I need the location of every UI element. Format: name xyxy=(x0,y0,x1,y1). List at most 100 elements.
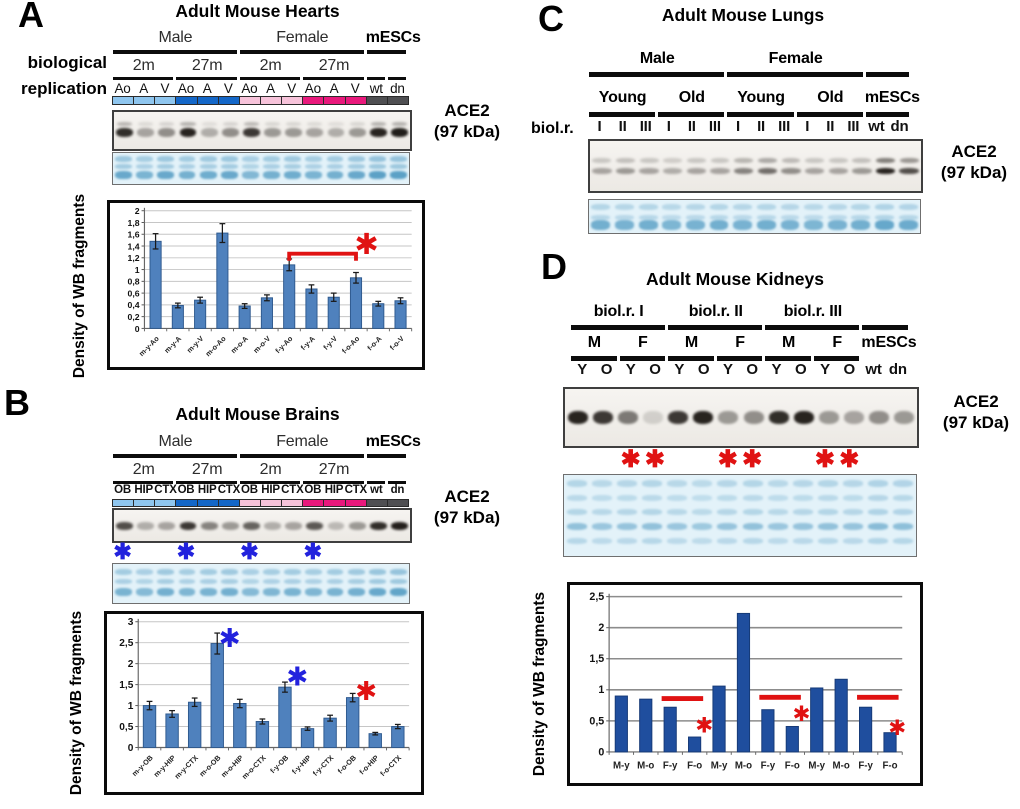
coomassie-band xyxy=(692,522,713,530)
bar-F-o xyxy=(883,732,897,753)
x-category-label: f-y-Ao xyxy=(273,334,295,356)
header-underline xyxy=(865,72,909,77)
panelC-lane-label: I xyxy=(805,118,810,135)
panelD-group-label: biol.r. III xyxy=(783,303,842,320)
bar-m-y-Ao xyxy=(149,240,162,329)
x-category-label: F-y xyxy=(663,760,678,771)
coomassie-band xyxy=(115,156,133,163)
coomassie-band xyxy=(638,214,658,220)
coomassie-band xyxy=(389,171,407,180)
header-underline xyxy=(113,481,174,484)
blot-band xyxy=(828,157,848,163)
coomassie-band xyxy=(566,538,587,545)
panelA-lane-label: dn xyxy=(390,81,405,96)
panel-a-title: Adult Mouse Hearts xyxy=(175,1,340,21)
chart-significance-asterisk: ✱ xyxy=(888,716,906,741)
header-underline xyxy=(716,356,763,361)
header-underline xyxy=(619,356,666,361)
blot-band xyxy=(116,521,134,530)
panelC-group-label: Young xyxy=(598,89,647,106)
header-underline xyxy=(571,356,617,361)
panel-b-bar-chart: 00,511,522,53m-y-OBm-y-HIPm-y-CTXm-o-OBm… xyxy=(104,611,424,795)
coomassie-band xyxy=(157,568,175,575)
bar-F-y xyxy=(663,706,677,753)
coomassie-band xyxy=(756,204,776,211)
x-category-label: F-o xyxy=(785,760,800,771)
x-category-label: f-o-Ao xyxy=(340,334,362,356)
bar-f-y-OB xyxy=(278,686,292,748)
coomassie-band xyxy=(767,522,788,530)
blot-band xyxy=(668,411,689,424)
coomassie-band xyxy=(157,579,175,585)
coomassie-band xyxy=(368,171,386,180)
y-tick-label: 0 xyxy=(135,324,140,334)
panelC-group-label: Female xyxy=(768,50,823,67)
panel-d-y-axis-title: Density of WB fragments xyxy=(531,591,548,777)
coomassie-band xyxy=(347,156,365,163)
header-underline xyxy=(589,72,725,77)
panel-c-protein-size: (97 kDa) xyxy=(940,163,1008,183)
panel-d-target-label: ACE2 (97 kDa) xyxy=(930,391,1020,434)
coomassie-band xyxy=(241,171,259,180)
blot-band xyxy=(639,168,659,174)
coomassie-band xyxy=(875,204,894,211)
coomassie-band xyxy=(756,220,776,231)
coomassie-band xyxy=(591,204,611,211)
panelD-lane-label: wt xyxy=(865,361,882,378)
blot-band xyxy=(242,128,260,138)
lane-color-cell xyxy=(323,96,346,105)
lane-color-cell xyxy=(196,96,219,105)
panelA-lane-label: A xyxy=(202,81,212,96)
blot-band xyxy=(349,122,365,127)
lane-color-cell xyxy=(196,499,219,507)
panelC-lane-label: III xyxy=(778,118,791,135)
y-tick-label: 2 xyxy=(598,622,604,634)
coomassie-band xyxy=(347,171,365,180)
blot-band xyxy=(285,521,303,530)
coomassie-band xyxy=(717,538,738,545)
blot-band xyxy=(137,521,155,530)
blot-band xyxy=(306,128,324,138)
blot-band xyxy=(899,168,919,174)
blot-band xyxy=(370,122,386,127)
chart-significance-asterisk: ✱ xyxy=(286,663,308,693)
bar-f-o-Ao xyxy=(349,277,363,329)
coomassie-band xyxy=(641,522,663,530)
coomassie-band xyxy=(157,588,175,597)
blot-band xyxy=(179,128,197,138)
coomassie-band xyxy=(641,509,663,516)
coomassie-band xyxy=(638,220,658,231)
blot-band xyxy=(391,122,408,127)
coomassie-band xyxy=(566,509,587,516)
header-underline xyxy=(239,481,301,484)
coomassie-band xyxy=(615,204,634,211)
coomassie-band xyxy=(115,164,133,170)
panelA-group-label: Male xyxy=(158,29,193,46)
y-tick-label: 0,5 xyxy=(119,722,133,733)
header-underline xyxy=(862,325,908,330)
significance-asterisk: ✱ xyxy=(839,446,860,473)
x-category-label: f-o-A xyxy=(365,334,384,353)
blot-band xyxy=(899,157,919,163)
blot-band xyxy=(743,411,764,424)
panelC-group-label: mESCs xyxy=(864,89,920,106)
lane-color-cell xyxy=(323,499,346,507)
blot-band xyxy=(852,168,872,174)
coomassie-band xyxy=(368,579,386,585)
header-underline xyxy=(813,356,860,361)
blot-band xyxy=(138,122,154,127)
panelB-lane-label: CTX xyxy=(217,484,241,496)
coomassie-band xyxy=(389,156,407,163)
header-underline xyxy=(589,112,656,117)
panelC-lane-label: I xyxy=(666,118,671,135)
header-underline xyxy=(765,356,811,361)
coomassie-band xyxy=(641,479,663,487)
coomassie-band xyxy=(178,579,196,585)
panelA-lane-label: Ao xyxy=(177,81,195,96)
bar-f-o-HIP xyxy=(368,733,382,748)
bar-f-o-CTX xyxy=(391,726,405,748)
coomassie-band xyxy=(115,568,133,575)
coomassie-band xyxy=(804,214,824,220)
lane-color-cell xyxy=(112,96,135,105)
